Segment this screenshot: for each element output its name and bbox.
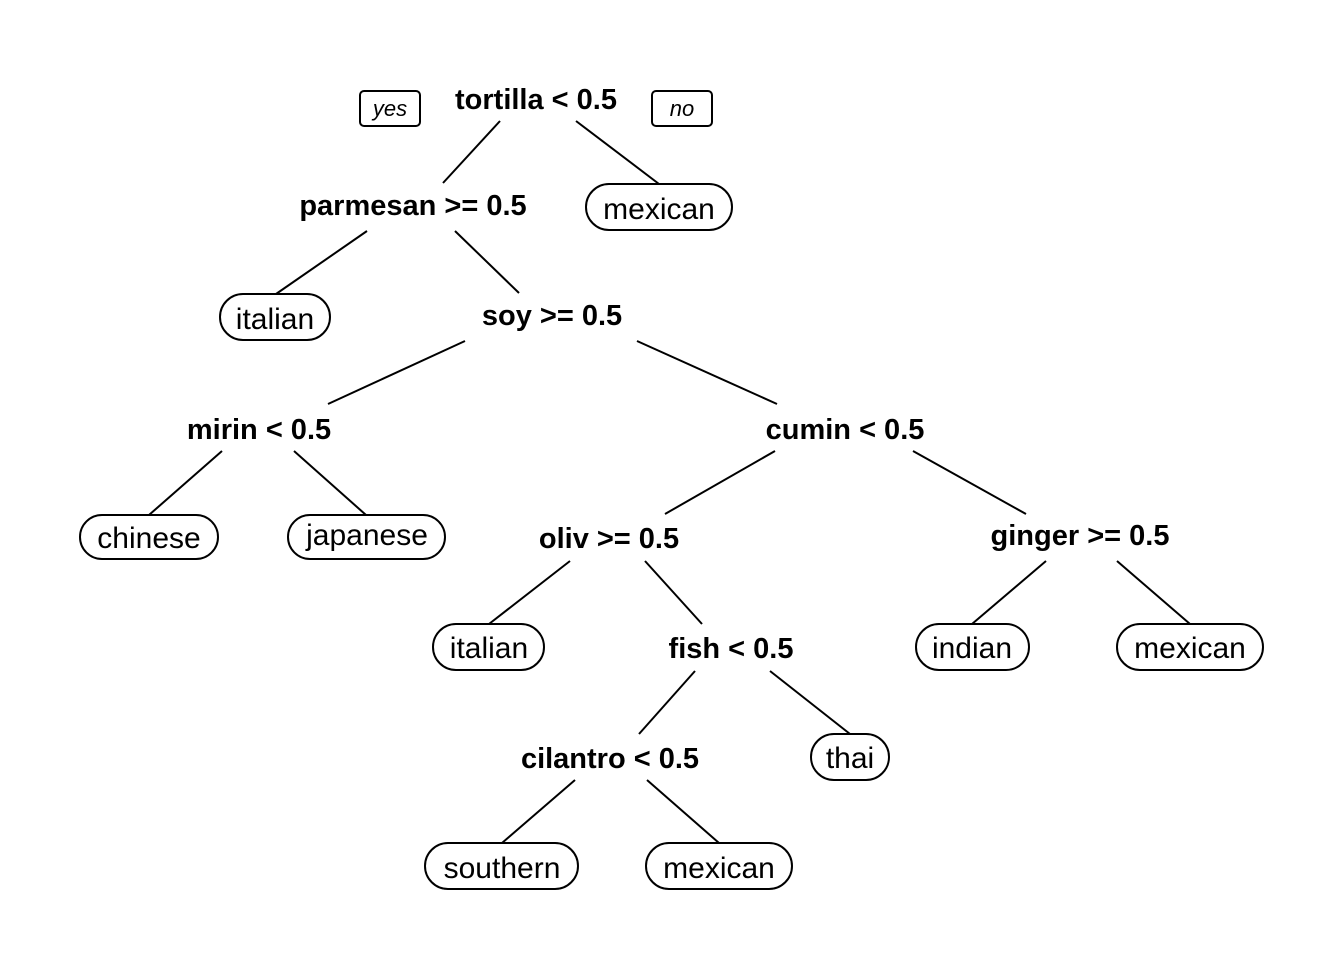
split-node-parmesan: parmesan >= 0.5 xyxy=(299,190,526,222)
no-label: no xyxy=(651,90,713,127)
split-nodes: tortilla < 0.5 parmesan >= 0.5 soy >= 0.… xyxy=(187,84,1170,775)
leaf-nodes: mexican italian chinese japanese italian… xyxy=(79,183,1264,890)
edge-fish-thai xyxy=(769,670,851,735)
leaf-label: southern xyxy=(444,852,561,885)
leaf-node-italian: italian xyxy=(219,293,331,341)
split-node-cumin: cumin < 0.5 xyxy=(766,414,925,446)
leaf-label: italian xyxy=(236,303,314,336)
edge-soy-cumin xyxy=(636,340,778,405)
split-node-oliv: oliv >= 0.5 xyxy=(539,523,679,555)
leaf-label: japanese xyxy=(305,519,428,552)
split-node-soy: soy >= 0.5 xyxy=(482,300,622,332)
leaf-label: mexican xyxy=(663,852,775,885)
edge-cumin-ginger xyxy=(912,450,1027,515)
yes-label: yes xyxy=(359,90,421,127)
leaf-label: mexican xyxy=(1134,632,1246,665)
leaf-node-japanese: japanese xyxy=(287,514,446,560)
leaf-label: thai xyxy=(826,742,874,775)
split-node-cilantro: cilantro < 0.5 xyxy=(521,743,699,775)
edge-oliv-italian xyxy=(488,560,571,625)
edge-oliv-fish xyxy=(644,560,703,625)
leaf-label: italian xyxy=(450,632,528,665)
split-node-tortilla: tortilla < 0.5 xyxy=(455,84,617,116)
leaf-node-chinese: chinese xyxy=(79,514,219,560)
edge-ginger-indian xyxy=(971,560,1047,625)
split-node-ginger: ginger >= 0.5 xyxy=(991,520,1170,552)
edge-ginger-mexican xyxy=(1116,560,1191,625)
edge-fish-cilantro xyxy=(638,670,696,735)
leaf-node-indian: indian xyxy=(915,623,1030,671)
tree-edges xyxy=(148,120,1191,844)
leaf-node-mexican: mexican xyxy=(1116,623,1264,671)
edge-cumin-oliv xyxy=(664,450,776,515)
leaf-node-italian: italian xyxy=(432,623,545,671)
edge-tortilla-mexican xyxy=(575,120,660,185)
edge-mirin-chinese xyxy=(148,450,223,516)
edge-mirin-japanese xyxy=(293,450,367,516)
edge-cilantro-southern xyxy=(501,779,576,844)
leaf-node-thai: thai xyxy=(810,733,890,781)
no-label-text: no xyxy=(670,96,694,121)
edge-tortilla-parmesan xyxy=(442,120,501,184)
edge-cilantro-mexican xyxy=(646,779,720,844)
leaf-node-southern: southern xyxy=(424,842,579,890)
edge-parmesan-soy xyxy=(454,230,520,294)
leaf-label: mexican xyxy=(603,193,715,226)
leaf-label: chinese xyxy=(97,522,200,555)
leaf-node-mexican: mexican xyxy=(585,183,733,231)
leaf-label: indian xyxy=(932,632,1012,665)
edge-parmesan-italian xyxy=(275,230,368,295)
edge-soy-mirin xyxy=(327,340,466,405)
leaf-node-mexican: mexican xyxy=(645,842,793,890)
yes-label-text: yes xyxy=(371,96,407,121)
split-node-mirin: mirin < 0.5 xyxy=(187,414,331,446)
split-node-fish: fish < 0.5 xyxy=(669,633,794,665)
